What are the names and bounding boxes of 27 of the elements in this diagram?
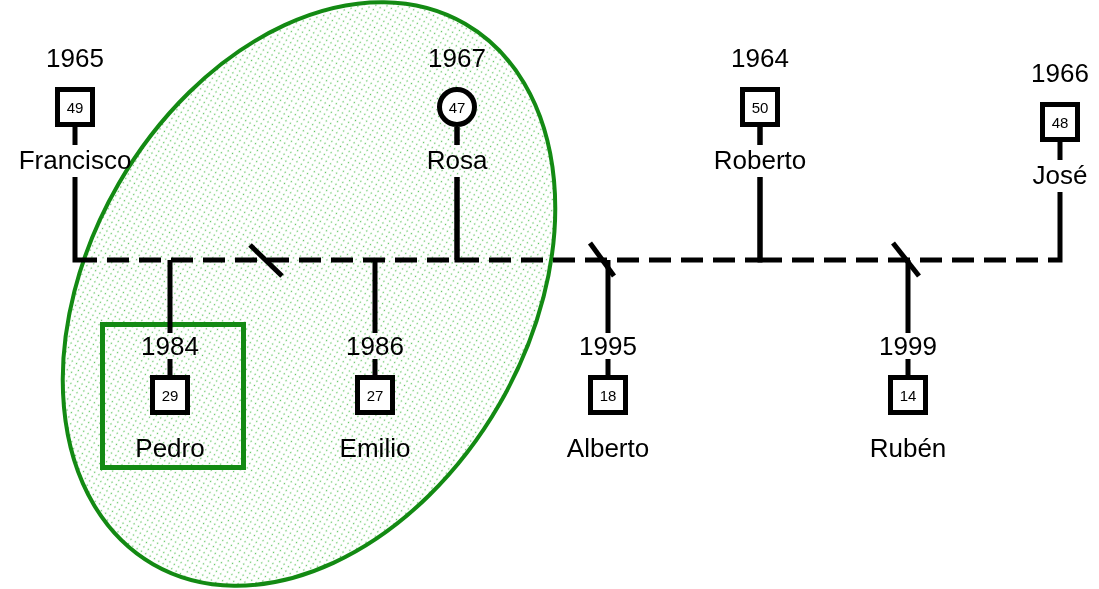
person-square-symbol: 27 <box>355 375 395 415</box>
genogram-line <box>605 260 611 375</box>
name-label: Pedro <box>135 433 205 463</box>
person-square-symbol: 29 <box>150 375 190 415</box>
person-square-symbol: 14 <box>888 375 928 415</box>
genogram-line <box>905 260 911 375</box>
name-label: Roberto <box>713 145 807 175</box>
name-label: Alberto <box>566 433 650 463</box>
highlight-frame <box>100 322 246 470</box>
person-square-symbol: 50 <box>740 87 780 127</box>
person-square-symbol: 49 <box>55 87 95 127</box>
year-label: 1965 <box>46 43 104 73</box>
name-label: Rubén <box>869 433 947 463</box>
name-label: Francisco <box>18 145 132 175</box>
year-label: 1967 <box>428 43 486 73</box>
person-square-symbol: 48 <box>1040 102 1080 142</box>
name-label: José <box>1032 160 1088 190</box>
name-label: Emilio <box>339 433 411 463</box>
name-label: Rosa <box>426 145 488 175</box>
year-label: 1984 <box>141 331 199 361</box>
year-label: 1986 <box>346 331 404 361</box>
genogram-line <box>757 127 1063 263</box>
person-square-symbol: 18 <box>588 375 628 415</box>
year-label: 1966 <box>1031 58 1089 88</box>
year-label: 1999 <box>879 331 937 361</box>
year-label: 1964 <box>731 43 789 73</box>
year-label: 1995 <box>579 331 637 361</box>
